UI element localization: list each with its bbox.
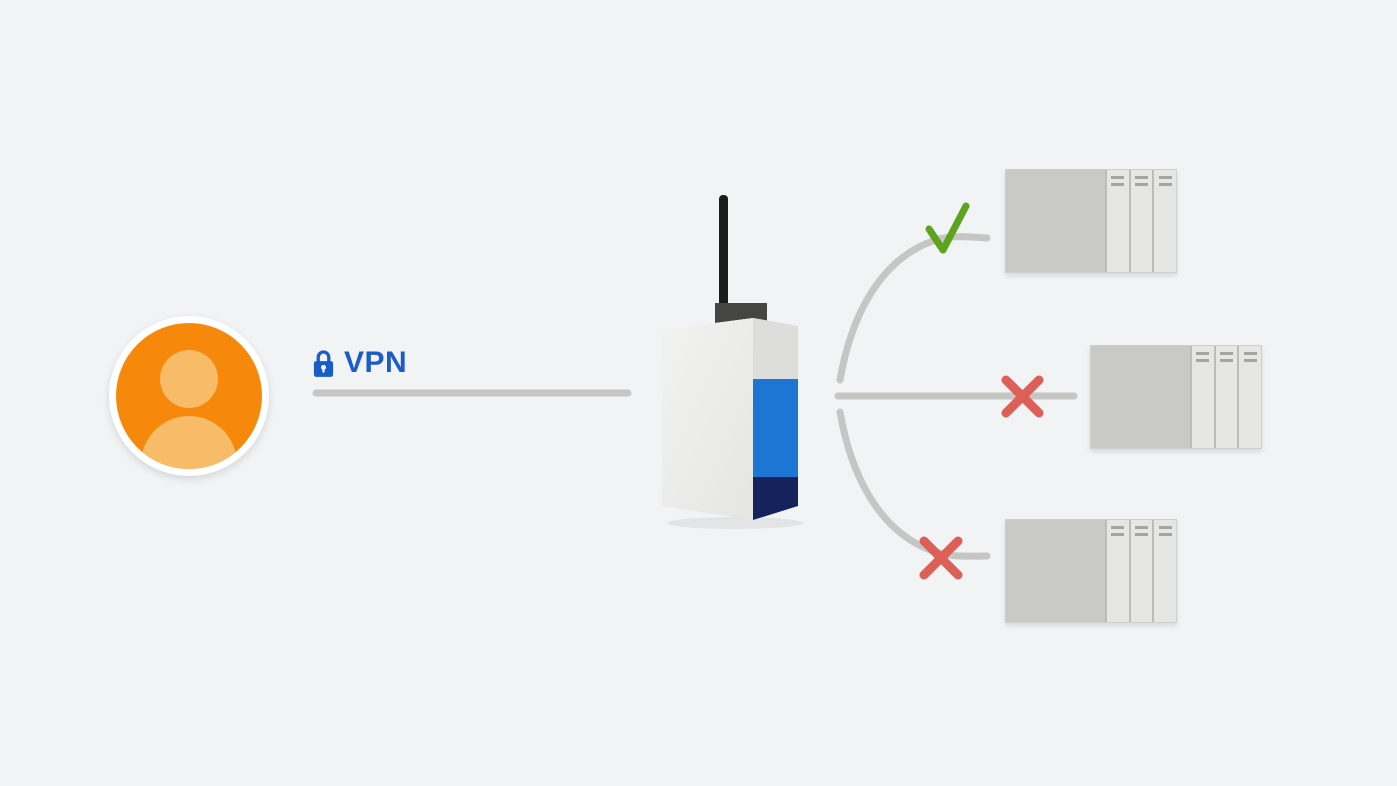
server-module [1154,170,1177,272]
user-silhouette-shoulders [141,416,237,469]
server-cabinet-top [1005,169,1177,273]
lock-icon [313,349,334,377]
server-body [1006,170,1105,272]
server-module [1239,346,1262,448]
gateway-shadow [667,517,803,529]
vpn-gateway-device [662,195,803,529]
server-module-panels [1190,346,1262,448]
connection-gateway-top-server [836,233,991,384]
gateway-front-face [662,318,753,520]
vpn-label-text: VPN [344,346,408,379]
server-cabinet-middle [1090,345,1262,449]
server-body [1091,346,1190,448]
server-module [1130,520,1153,622]
gateway-side-navy-stripe [753,477,798,520]
server-module [1107,170,1129,272]
server-module [1192,346,1214,448]
server-module-panels [1105,520,1177,622]
connection-gateway-bottom-server [836,408,991,560]
antenna-icon [719,195,728,313]
gateway-side-face [753,318,798,379]
cross-icon-bottom [919,536,963,580]
server-body [1006,520,1105,622]
server-module [1107,520,1129,622]
gateway-side-blue-stripe [753,379,798,477]
server-module [1154,520,1177,622]
server-module [1130,170,1153,272]
server-cabinet-bottom [1005,519,1177,623]
user-avatar-circle [116,323,262,469]
user-silhouette-head [160,350,218,408]
cross-icon-middle [1001,375,1044,418]
user-avatar [109,316,269,476]
vpn-label: VPN [312,346,407,380]
server-module-panels [1105,170,1177,272]
check-icon [925,202,970,254]
server-module [1215,346,1238,448]
